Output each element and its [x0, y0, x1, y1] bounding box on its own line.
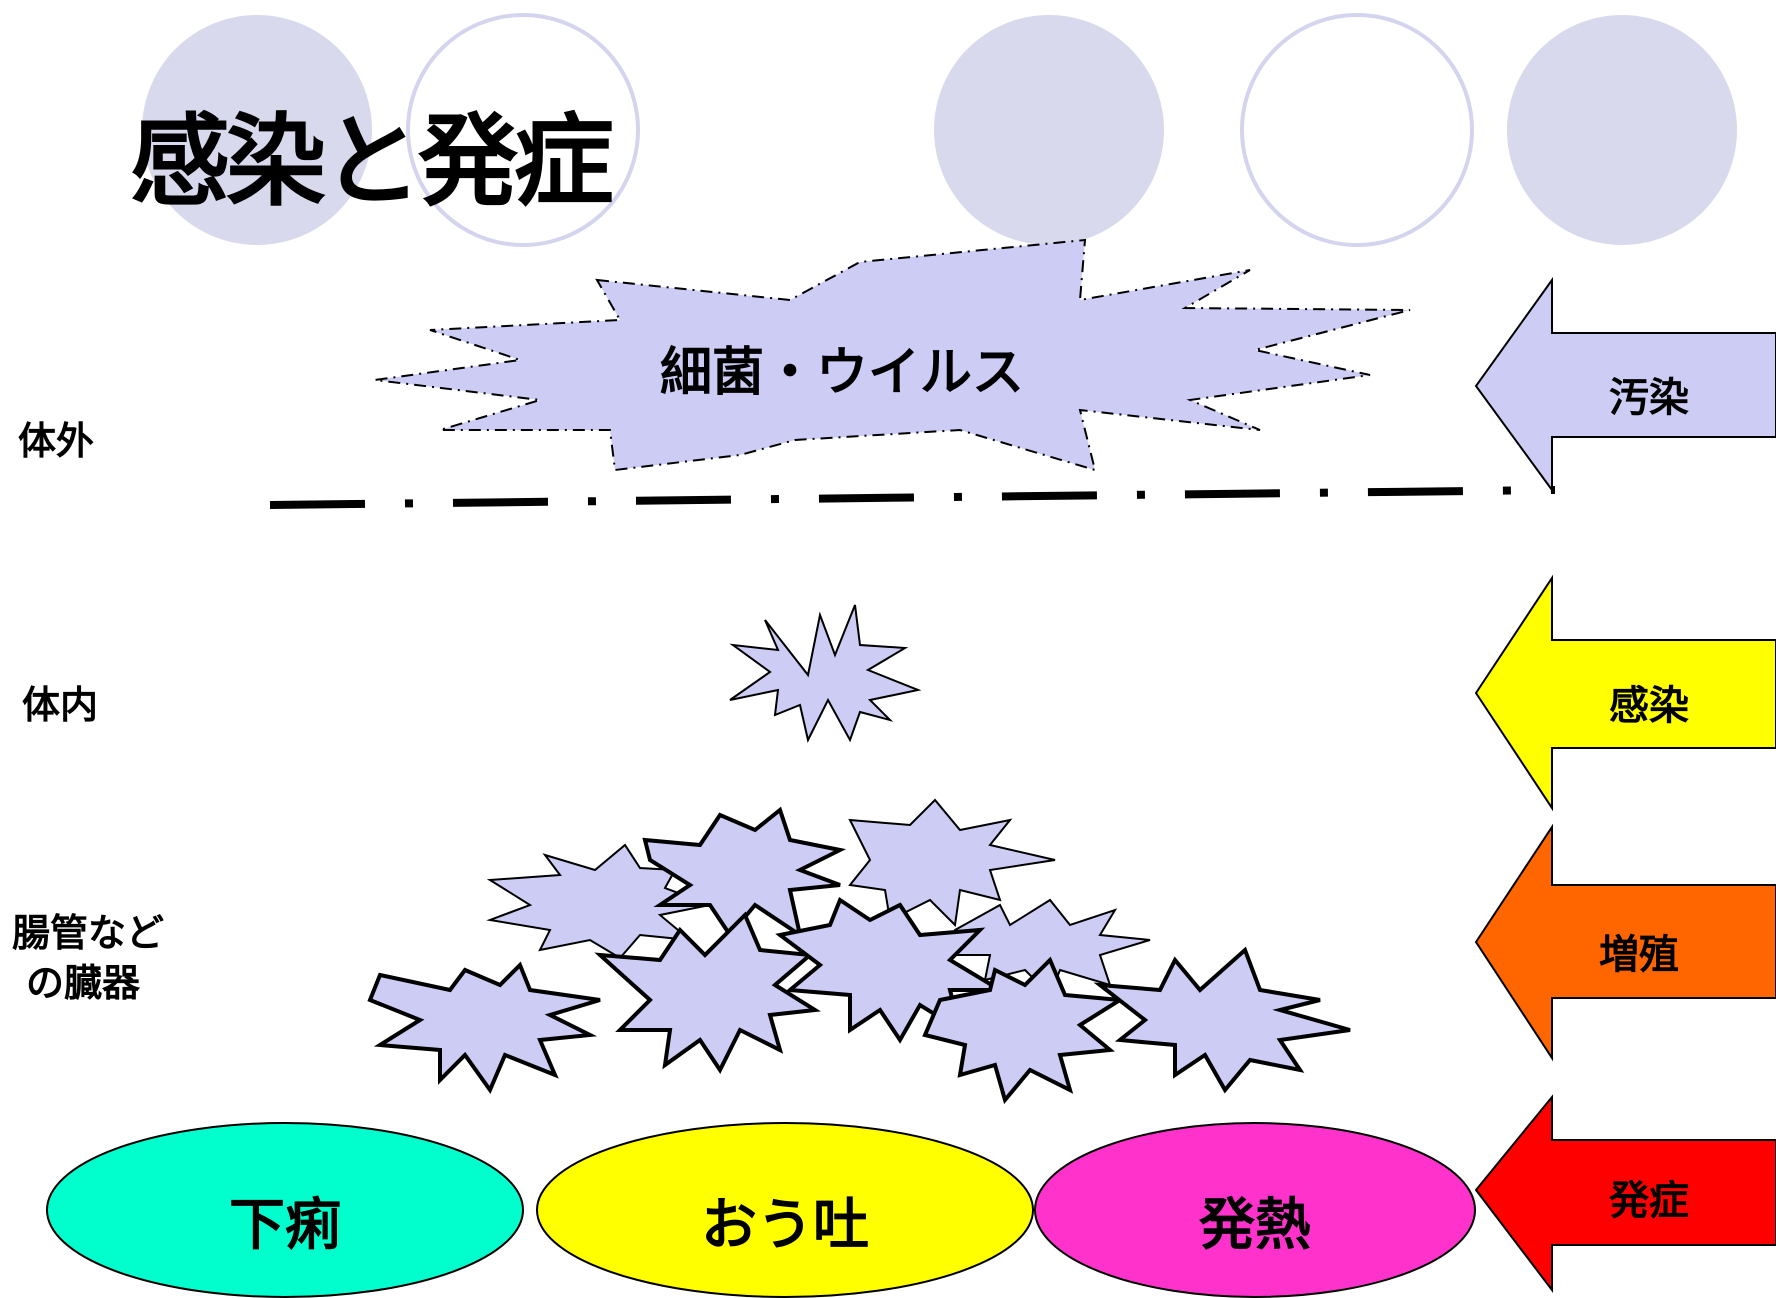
symptom-label-diarrhea: 下痢 [229, 1193, 341, 1258]
multiplying-burst [1093, 946, 1351, 1094]
pathogen-label: 細菌・ウイルス [660, 343, 1025, 403]
symptom-oval-diarrhea [46, 1122, 524, 1298]
decor-circle-outline-2 [1240, 13, 1474, 247]
multiplying-burst [367, 961, 601, 1095]
multiplying-burst [848, 798, 1056, 928]
infection-burst [729, 604, 922, 743]
multiplying-burst [922, 956, 1127, 1105]
multiplying-burst [486, 843, 714, 960]
decor-circle-filled-1 [142, 15, 372, 245]
symptom-label-vomiting: おう吐 [701, 1193, 869, 1258]
zone-label-outside: 体外 [18, 419, 95, 463]
pathogen-burst [374, 238, 1411, 472]
decor-circle-outline-1 [406, 13, 640, 247]
symptom-oval-fever [1034, 1122, 1476, 1298]
multiplying-burst [594, 911, 821, 1074]
decor-circle-filled-3 [1507, 15, 1737, 245]
stage-arrows [1474, 276, 1776, 1293]
stage-arrow-contamination [1474, 276, 1776, 494]
stage-arrow-infection [1474, 574, 1776, 812]
symptom-label-fever: 発熱 [1199, 1193, 1311, 1258]
page-title: 感染と発症 [130, 103, 614, 220]
zone-label-organs-line1: 腸管など [12, 911, 165, 955]
multiplying-burst [642, 806, 847, 940]
stage-arrow-onset [1474, 1094, 1776, 1293]
stage-label-multiplication: 増殖 [1599, 932, 1679, 978]
symptom-ovals [46, 1122, 1476, 1298]
zone-label-inside: 体内 [22, 683, 99, 727]
decorative-circles [142, 13, 1737, 247]
stage-label-onset: 発症 [1609, 1178, 1689, 1224]
stage-arrow-multiplication [1474, 823, 1776, 1062]
decor-circle-filled-2 [934, 15, 1164, 245]
stage-label-contamination: 汚染 [1609, 375, 1689, 421]
multiplying-burst-cluster [367, 798, 1351, 1105]
zone-label-organs-line2: の臓器 [26, 961, 141, 1005]
symptom-oval-vomiting [536, 1122, 1034, 1298]
body-boundary-line [269, 486, 1556, 509]
stage-label-infection: 感染 [1609, 683, 1689, 729]
